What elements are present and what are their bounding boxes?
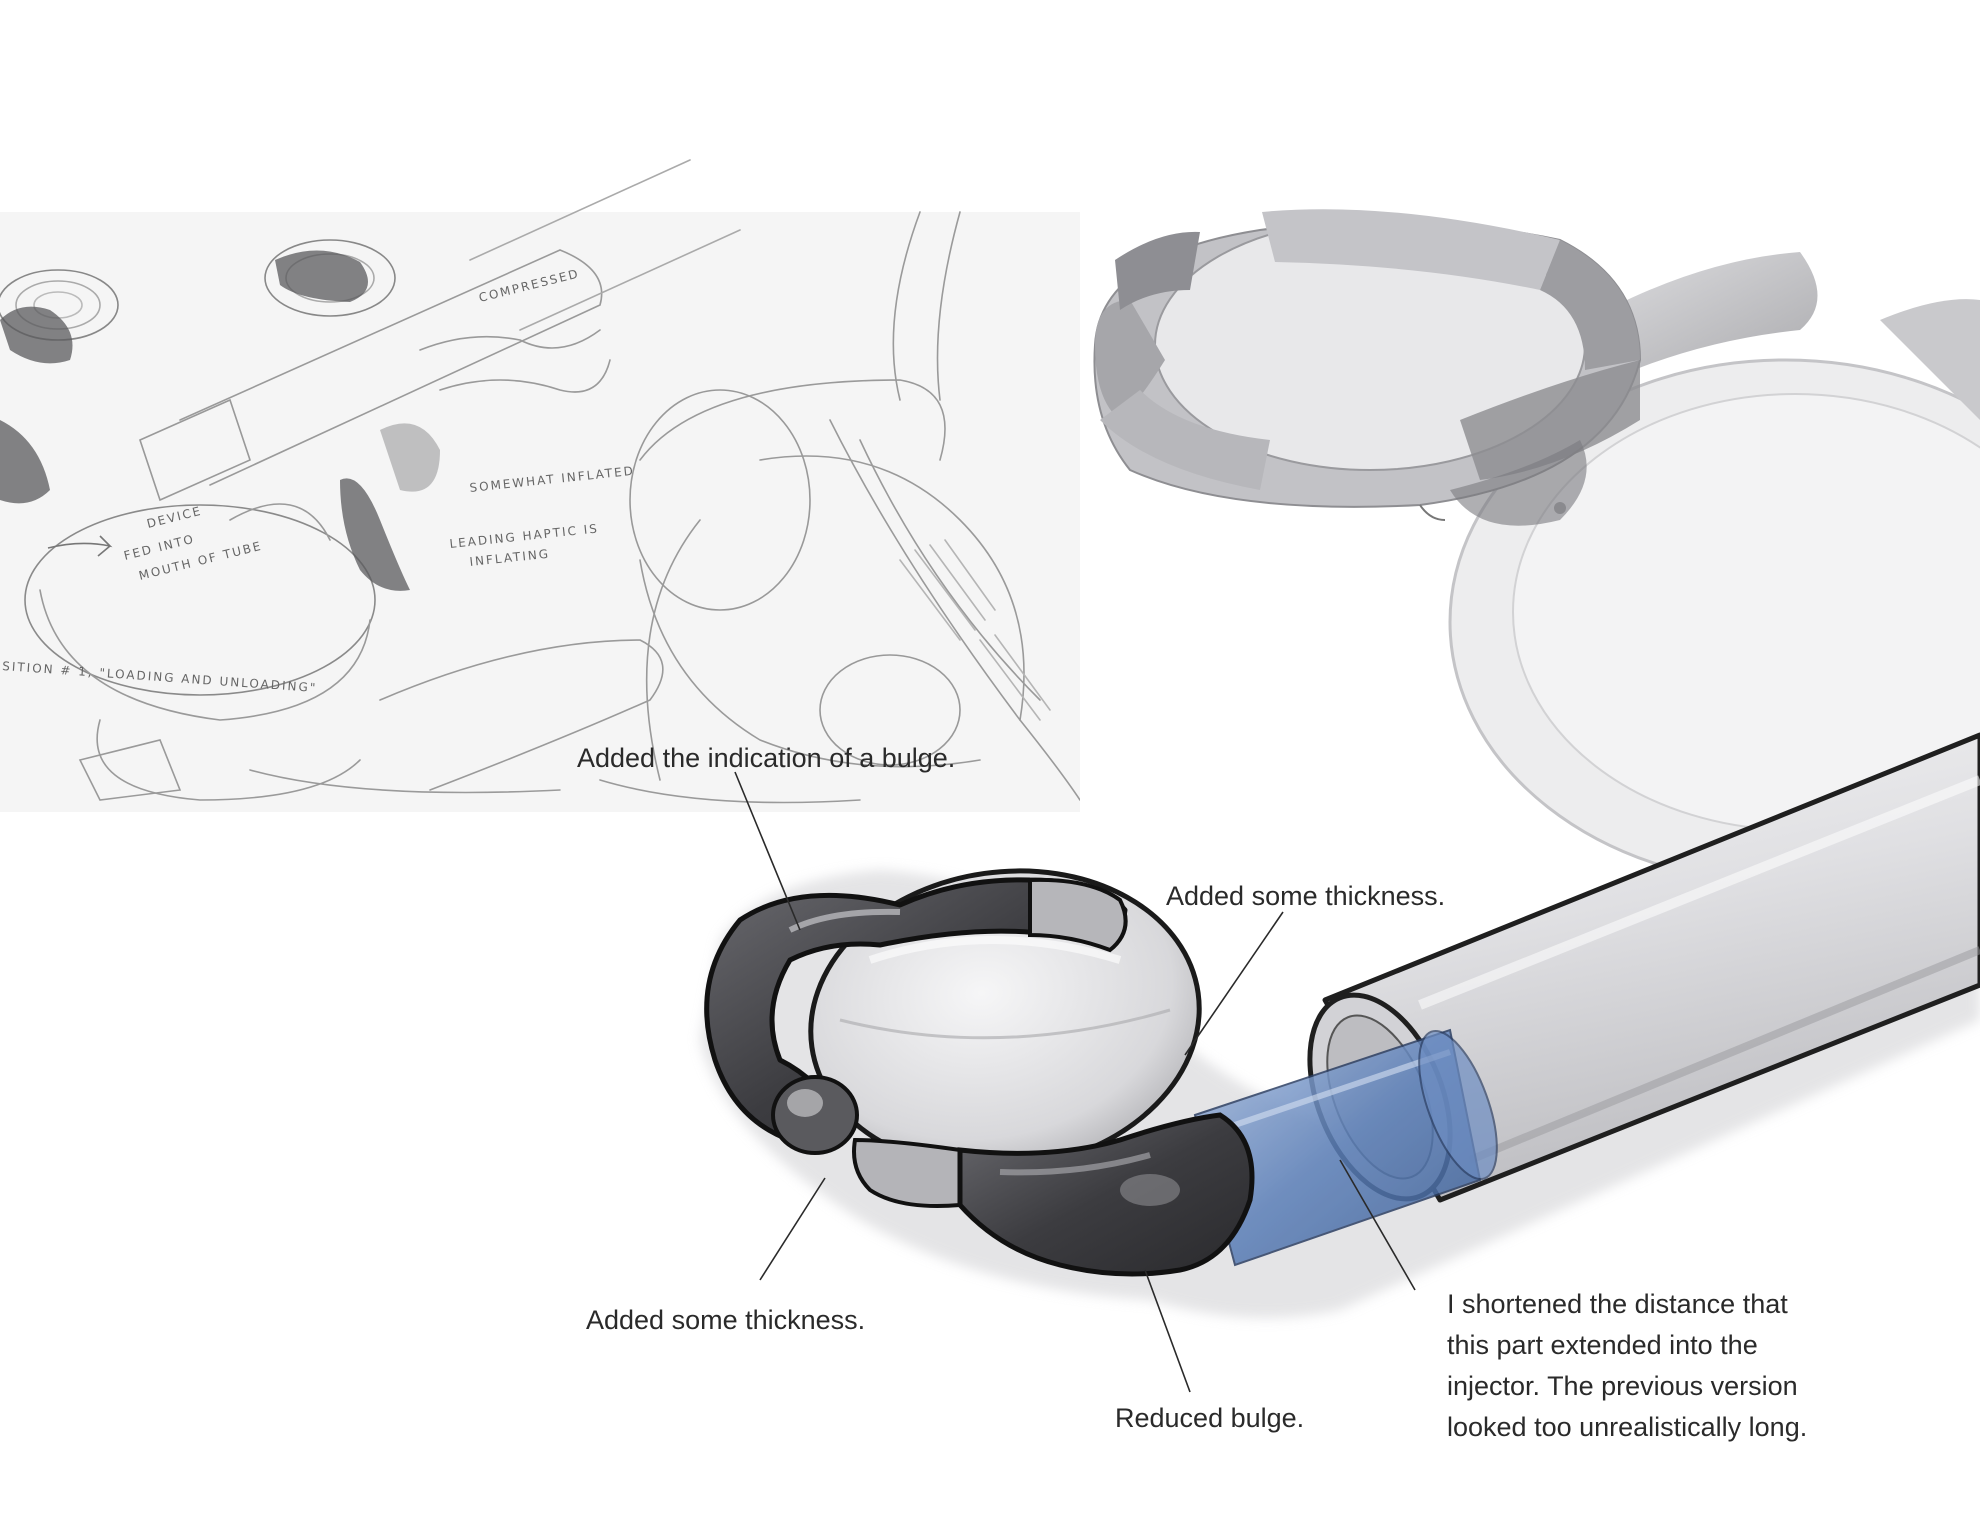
- callout-bulge: Added the indication of a bulge.: [577, 743, 956, 773]
- callout-thickness-left: Added some thickness.: [586, 1305, 866, 1335]
- iol-injector-illustration: [700, 732, 1980, 1318]
- injector-note-line-3: injector. The previous version: [1447, 1371, 1798, 1401]
- cad-render-panel: [1080, 209, 1980, 886]
- sketch-arrow-icon: [47, 535, 113, 557]
- callout-injector-note: I shortened the distance that this part …: [1447, 1284, 1807, 1448]
- callout-thickness-top: Added some thickness.: [1166, 881, 1446, 911]
- callout-leaders: [734, 771, 1416, 1393]
- leader-bulge: [734, 771, 801, 931]
- leader-injector-note: [1339, 1159, 1416, 1291]
- leader-thickness-top: [1184, 911, 1284, 1056]
- callout-reduced-bulge: Reduced bulge.: [1115, 1403, 1305, 1433]
- leader-thickness-left: [759, 1177, 826, 1281]
- injector-note-line-4: looked too unrealistically long.: [1447, 1412, 1808, 1442]
- injector-note-line-1: I shortened the distance that: [1447, 1289, 1788, 1319]
- pencil-sketch-panel: COMPRESSED SOMEWHAT INFLATED LEADING HAP…: [0, 159, 1081, 812]
- leader-reduced-bulge: [1144, 1269, 1191, 1393]
- injector-note-line-2: this part extended into the: [1447, 1330, 1758, 1360]
